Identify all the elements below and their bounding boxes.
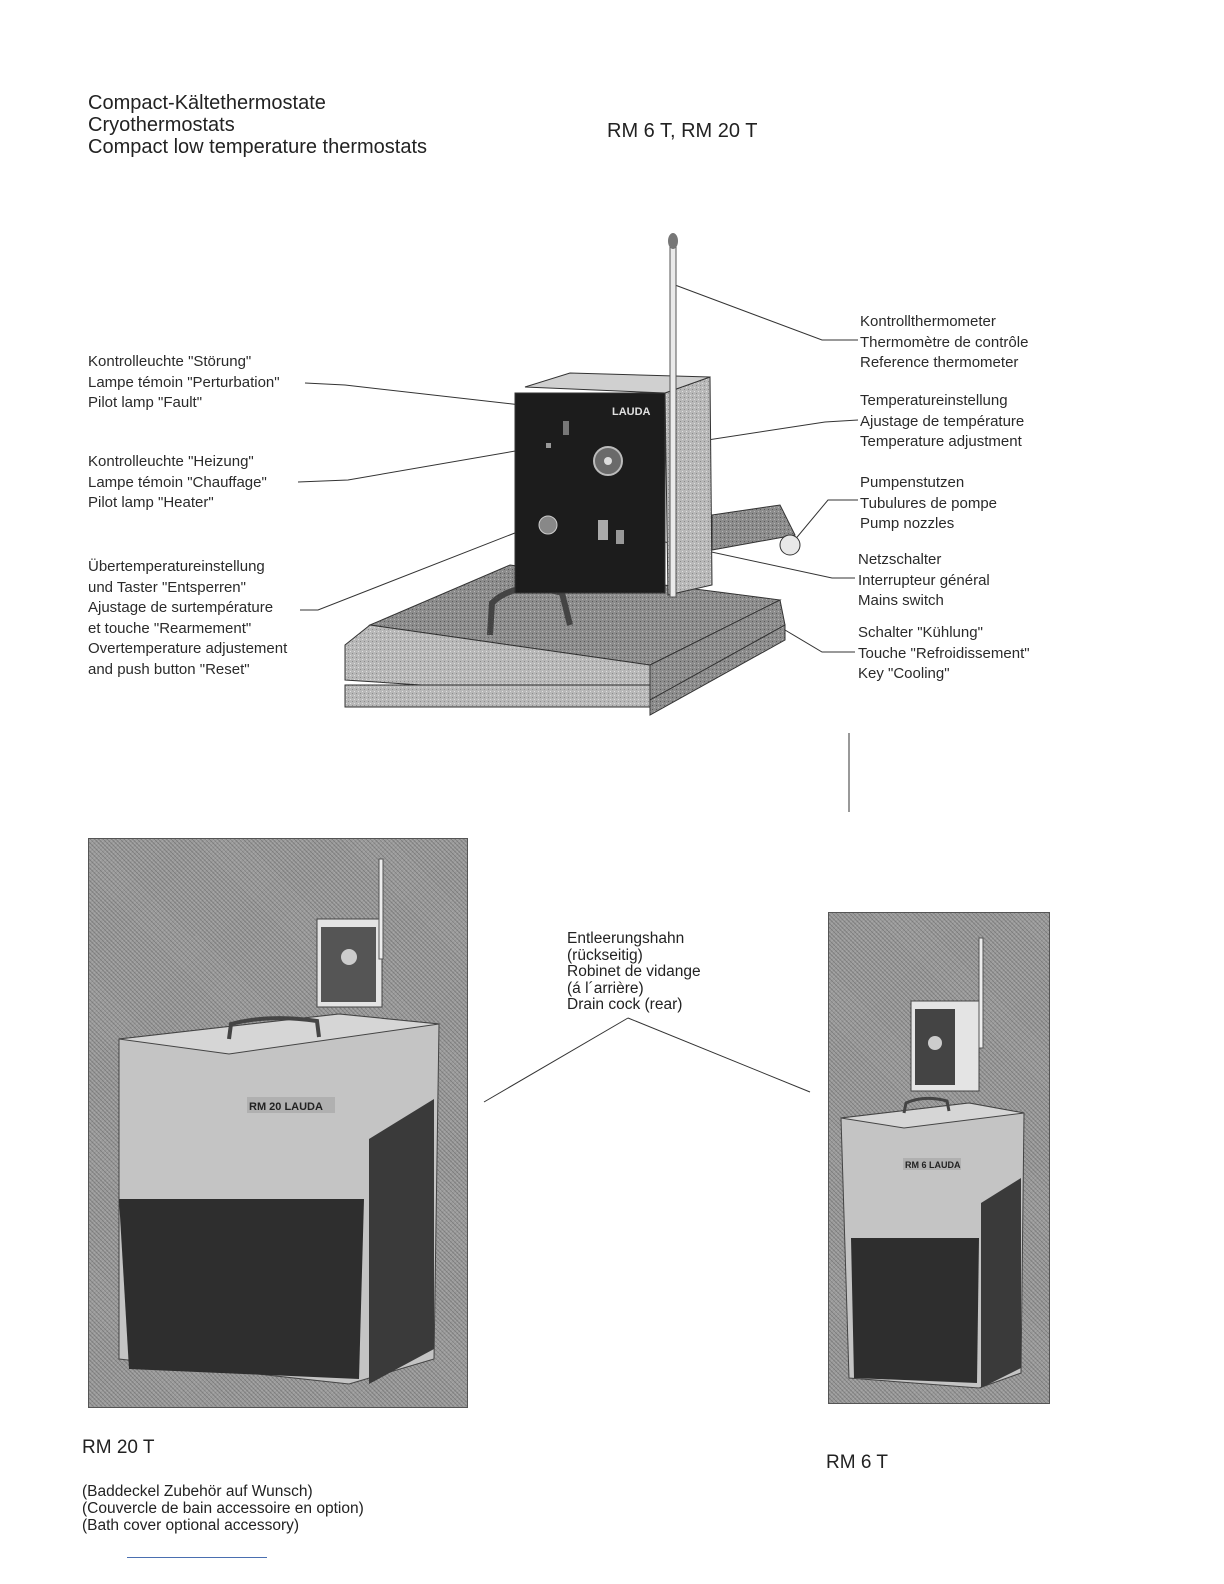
leader-drain-left: [483, 1017, 629, 1103]
pump-nozzles: [711, 504, 796, 551]
label-line: Übertemperatureinstellung: [88, 558, 265, 575]
leader-pump: [787, 499, 858, 549]
label-line: Kontrolleuchte "Heizung": [88, 453, 254, 470]
label-line: Lampe témoin "Chauffage": [88, 473, 267, 491]
label-line: Ajustage de surtempérature: [88, 599, 274, 616]
leader-drain-right: [627, 1017, 811, 1093]
bath-lower-edge: [344, 684, 651, 708]
leader-overtemp: [300, 519, 549, 611]
label-mains-switch: Netzschalter Interrupteur général Mains …: [858, 550, 990, 612]
rm20-badge: RM 20 LAUDA: [249, 1101, 323, 1113]
model-heading: RM 6 T, RM 20 T: [607, 120, 758, 142]
label-cooling-key: Schalter "Kühlung" Touche "Refroidisseme…: [858, 623, 1030, 685]
label-temp-adjust: Temperatureinstellung Ajustage de tempér…: [860, 391, 1024, 453]
label-line: Robinet de vidange: [567, 963, 701, 980]
label-line: (á l´arrière): [567, 979, 644, 997]
mains-switch: [598, 520, 608, 540]
label-line: Kontrolleuchte "Störung": [88, 353, 252, 370]
label-line: Reference thermometer: [860, 354, 1019, 371]
pilot-lamp-fault: [563, 421, 569, 435]
label-fault-lamp: Kontrolleuchte "Störung" Lampe témoin "P…: [88, 352, 280, 414]
label-line: Key "Cooling": [858, 665, 950, 682]
photo-rm20t: RM 20 LAUDA: [88, 838, 468, 1408]
note-line: (Baddeckel Zubehör auf Wunsch): [82, 1483, 313, 1500]
note-line: (Bath cover optional accessory): [82, 1517, 300, 1534]
reference-thermometer: [669, 236, 677, 598]
label-line: Thermomètre de contrôle: [860, 333, 1029, 351]
label-line: Ajustage de température: [860, 412, 1025, 430]
note-line: (Couvercle de bain accessoire en option): [82, 1500, 364, 1517]
label-line: Interrupteur général: [858, 571, 990, 589]
leader-cooling: [784, 629, 855, 653]
document-title: Compact-Kältethermostate Cryothermostats…: [88, 92, 427, 158]
rm6-badge: RM 6 LAUDA: [905, 1160, 961, 1170]
label-line: Schalter "Kühlung": [858, 624, 983, 641]
pilot-lamp-heater: [546, 443, 551, 448]
label-thermometer: Kontrollthermometer Thermomètre de contr…: [860, 312, 1028, 374]
footer-rule: [127, 1557, 267, 1558]
label-overtemp: Übertemperatureinstellung und Taster "En…: [88, 557, 287, 680]
thermostat-illustration: LAUDA: [344, 233, 801, 716]
label-line: Touche "Refroidissement": [858, 644, 1030, 662]
label-line: and push button "Reset": [88, 660, 250, 678]
label-drain-cock: Entleerungshahn (rückseitig) Robinet de …: [567, 930, 701, 1014]
cooling-key: [616, 530, 624, 544]
label-line: Drain cock (rear): [567, 996, 683, 1013]
label-line: Overtemperature adjustement: [88, 640, 288, 657]
bath-cover-note: (Baddeckel Zubehör auf Wunsch) (Couvercl…: [82, 1483, 364, 1534]
label-line: Netzschalter: [858, 551, 942, 568]
label-line: Entleerungshahn: [567, 930, 685, 947]
label-line: Pilot lamp "Fault": [88, 394, 203, 411]
leader-heater: [297, 444, 551, 483]
label-line: Kontrollthermometer: [860, 313, 996, 330]
title-line-en: Compact low temperature thermostats: [88, 136, 428, 158]
label-line: Pumpenstutzen: [860, 474, 965, 491]
caption-rm6t: RM 6 T: [826, 1452, 888, 1473]
label-line: Pump nozzles: [860, 515, 955, 532]
label-line: Tubulures de pompe: [860, 494, 998, 512]
label-heater-lamp: Kontrolleuchte "Heizung" Lampe témoin "C…: [88, 452, 267, 514]
caption-rm20t: RM 20 T: [82, 1437, 155, 1458]
control-panel: [514, 392, 666, 594]
label-line: Pilot lamp "Heater": [88, 494, 214, 511]
leader-fault: [304, 382, 566, 411]
title-line-fr: Cryothermostats: [88, 114, 235, 136]
label-line: Lampe témoin "Perturbation": [88, 373, 280, 391]
label-line: et touche "Rearmement": [88, 619, 252, 637]
control-head-top: [524, 372, 711, 394]
overtemp-knob: [538, 515, 558, 535]
label-line: und Taster "Entsperren": [88, 578, 246, 596]
label-pump-nozzles: Pumpenstutzen Tubulures de pompe Pump no…: [860, 473, 997, 535]
label-line: (rückseitig): [567, 946, 643, 964]
title-line-de: Compact-Kältethermostate: [88, 92, 326, 114]
label-line: Temperatureinstellung: [860, 392, 1008, 409]
leader-thermometer: [674, 284, 858, 341]
rm6t-drawing: RM 6 LAUDA: [840, 937, 1025, 1389]
label-line: Mains switch: [858, 592, 944, 609]
rm20t-drawing: RM 20 LAUDA: [118, 858, 440, 1385]
panel-brand: LAUDA: [612, 406, 651, 418]
label-line: Temperature adjustment: [860, 433, 1022, 450]
photo-rm6t: RM 6 LAUDA: [828, 912, 1050, 1404]
